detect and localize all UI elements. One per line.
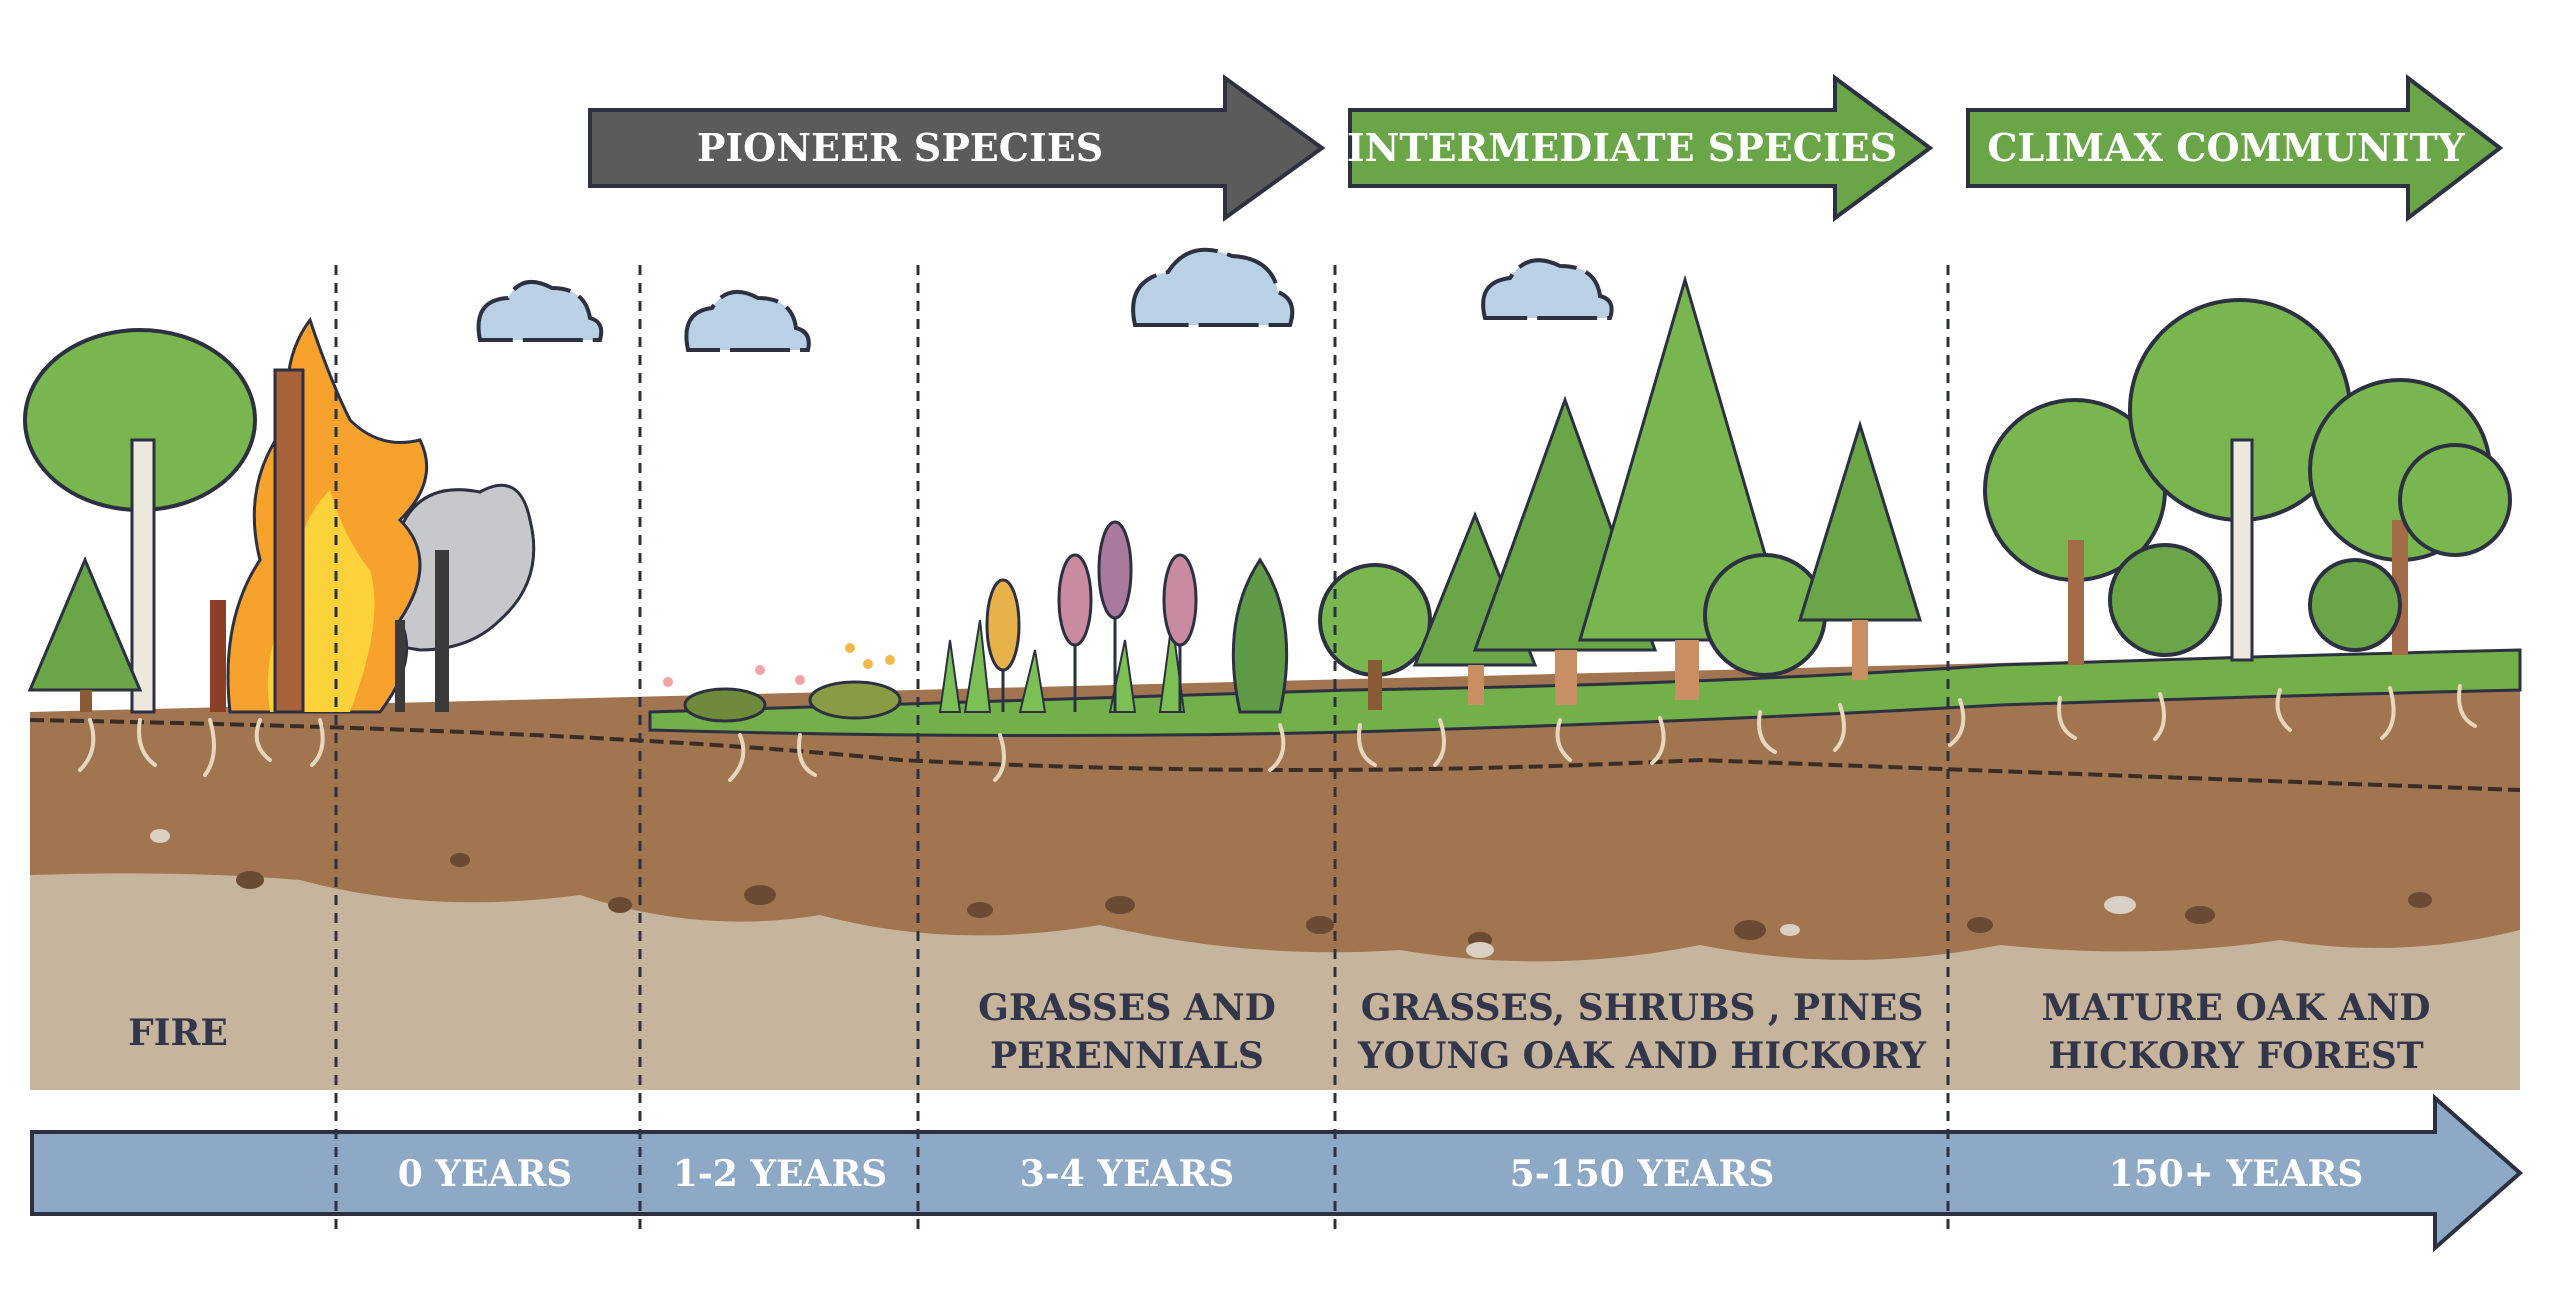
mature-forest	[1983, 298, 2512, 665]
pine-tree-icon	[27, 556, 143, 692]
grasses-label-line1: GRASSES AND	[978, 987, 1276, 1029]
climax-community-arrow: CLIMAX COMMUNITY	[1966, 73, 2504, 223]
shrubs-label-line2: YOUNG OAK AND HICKORY	[1357, 1035, 1927, 1077]
pioneer-species-arrow: PIONEER SPECIES	[588, 74, 1326, 222]
soil-cross-section	[29, 650, 2521, 1090]
roots	[78, 684, 2477, 782]
fire-scene	[23, 316, 536, 714]
mature-label-line2: HICKORY FOREST	[2048, 1035, 2424, 1077]
timeline-0-years: 0 YEARS	[398, 1153, 573, 1195]
timeline-150-plus-years: 150+ YEARS	[2109, 1153, 2364, 1195]
cloud-icon	[684, 289, 811, 352]
cloud-icon	[1481, 258, 1614, 320]
shrubs-label-line1: GRASSES, SHRUBS , PINES	[1361, 987, 1924, 1029]
cloud-icon	[476, 279, 604, 342]
pine-tree-icon	[1797, 419, 1923, 622]
grass-surface	[648, 648, 2522, 738]
grasses-and-perennials	[938, 520, 1289, 714]
grasses-label-line2: PERENNIALS	[990, 1035, 1264, 1077]
cloud-icon	[1131, 247, 1295, 327]
pioneer-species-label: PIONEER SPECIES	[697, 125, 1103, 170]
climax-community-label: CLIMAX COMMUNITY	[1987, 125, 2465, 170]
timeline-3-4-years: 3-4 YEARS	[1020, 1153, 1235, 1195]
mature-label-line1: MATURE OAK AND	[2041, 987, 2430, 1029]
timeline-1-2-years: 1-2 YEARS	[673, 1153, 888, 1195]
shrubs-and-pines	[1318, 274, 1923, 710]
shrub-icon	[1318, 563, 1432, 677]
timeline-5-150-years: 5-150 YEARS	[1510, 1153, 1775, 1195]
intermediate-species-arrow: INTERMEDIATE SPECIES	[1347, 74, 1934, 222]
small-shrubs	[663, 643, 902, 723]
timeline-arrow	[30, 1093, 2524, 1253]
fire-label: FIRE	[128, 1012, 228, 1054]
intermediate-species-label: INTERMEDIATE SPECIES	[1347, 125, 1897, 170]
